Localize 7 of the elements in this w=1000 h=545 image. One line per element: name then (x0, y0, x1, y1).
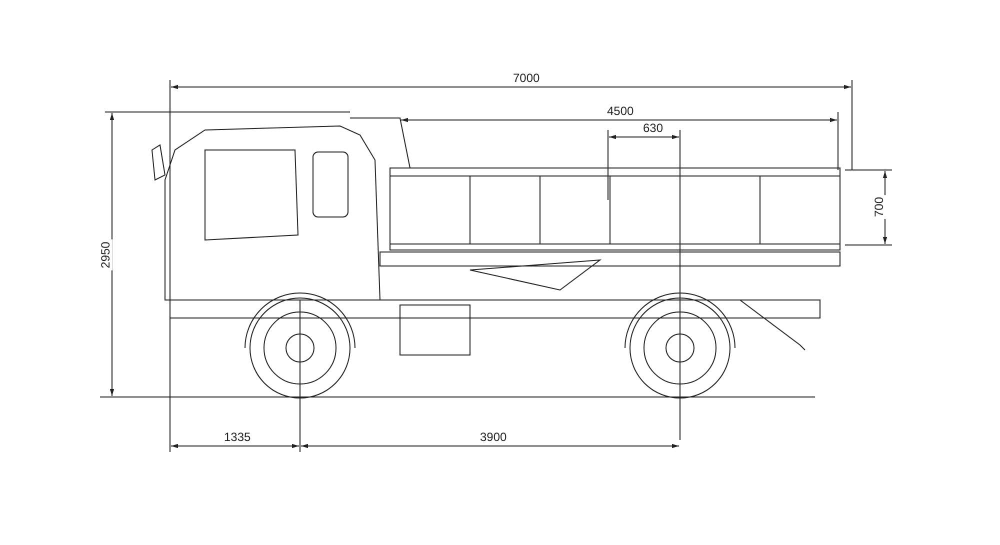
dimension-value: 7000 (511, 71, 542, 85)
dimension-value: 700 (872, 194, 886, 220)
dimension-value: 4500 (605, 104, 636, 118)
dimension-value: 630 (641, 121, 666, 135)
dimension-value: 1335 (222, 430, 253, 444)
dimension-value: 2950 (98, 240, 112, 270)
dimension-value: 3900 (478, 430, 509, 444)
